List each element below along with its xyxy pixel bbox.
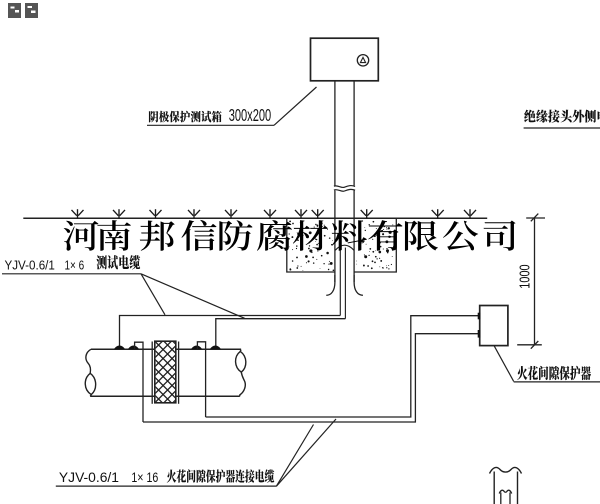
svg-text:1× 6: 1× 6 [65, 259, 85, 272]
svg-text:YJV-0.6/1: YJV-0.6/1 [59, 469, 119, 485]
svg-text:1000: 1000 [516, 264, 533, 288]
svg-text:1× 16: 1× 16 [131, 470, 158, 486]
svg-text:YJV-0.6/1: YJV-0.6/1 [5, 258, 56, 272]
svg-text:300x200: 300x200 [229, 107, 271, 126]
